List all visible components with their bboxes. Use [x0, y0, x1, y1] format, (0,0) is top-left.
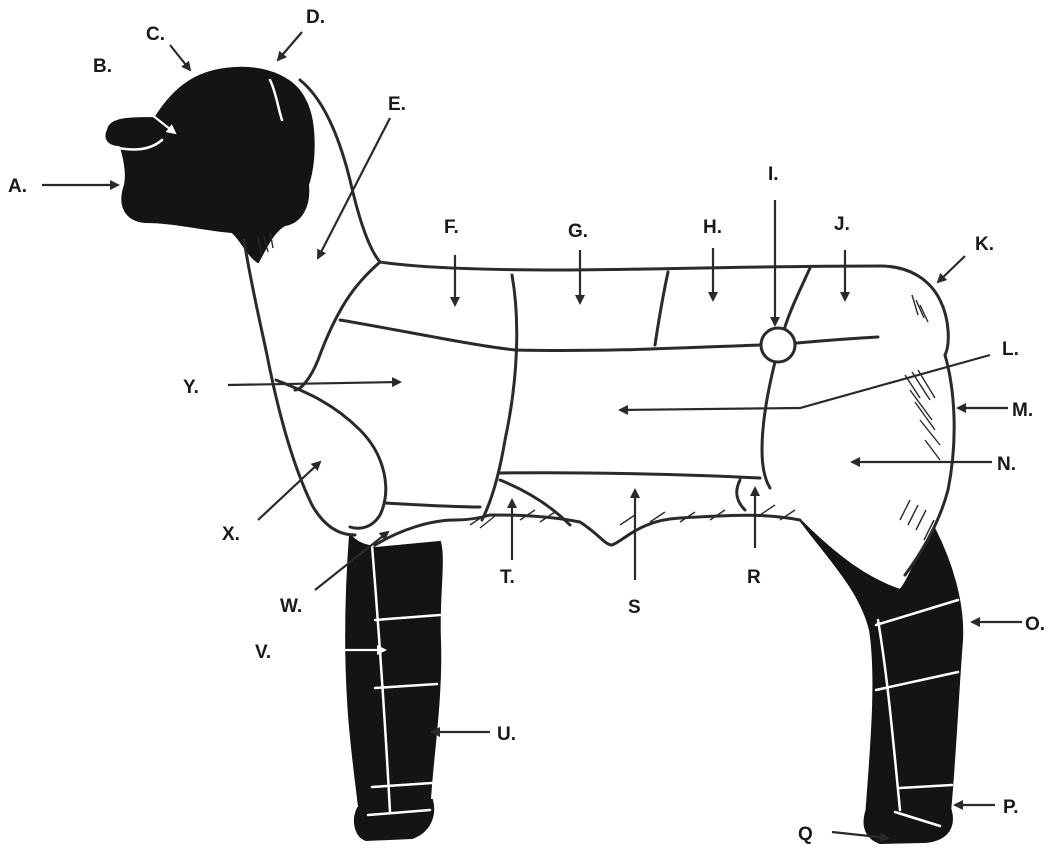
- label-y: Y.: [183, 377, 199, 398]
- arrow-e: [318, 118, 390, 258]
- cut-lines: [276, 262, 878, 528]
- label-g: G.: [568, 221, 588, 242]
- label-s: S: [628, 597, 641, 618]
- label-n: N.: [997, 454, 1016, 475]
- label-i: I.: [768, 164, 779, 185]
- label-o: O.: [1025, 614, 1045, 635]
- label-q: Q: [798, 824, 813, 845]
- label-w: W.: [280, 596, 302, 617]
- label-t: T.: [500, 567, 515, 588]
- label-c: C.: [146, 24, 165, 45]
- label-j: J.: [834, 214, 850, 235]
- label-x: X.: [222, 524, 240, 545]
- front-leg: [346, 535, 442, 840]
- label-h: H.: [703, 217, 722, 238]
- label-l: L.: [1002, 339, 1019, 360]
- label-f: F.: [444, 217, 459, 238]
- label-b: B.: [93, 56, 112, 77]
- label-u: U.: [497, 724, 516, 745]
- arrow-k: [938, 256, 965, 282]
- head: [107, 68, 314, 262]
- label-r: R: [747, 567, 761, 588]
- label-v: V.: [255, 642, 271, 663]
- body-outline: [244, 80, 954, 575]
- arrow-d: [278, 32, 302, 60]
- label-e: E.: [388, 94, 406, 115]
- label-p: P.: [1003, 797, 1019, 818]
- hatching: [258, 232, 940, 540]
- arrow-l: [620, 355, 990, 410]
- label-k: K.: [975, 234, 994, 255]
- arrow-x: [258, 462, 320, 520]
- label-a: A.: [8, 176, 27, 197]
- label-m: M.: [1012, 400, 1033, 421]
- arrow-c: [170, 45, 190, 70]
- label-d: D.: [306, 7, 325, 28]
- arrow-y: [228, 382, 400, 385]
- rear-leg: [800, 520, 962, 843]
